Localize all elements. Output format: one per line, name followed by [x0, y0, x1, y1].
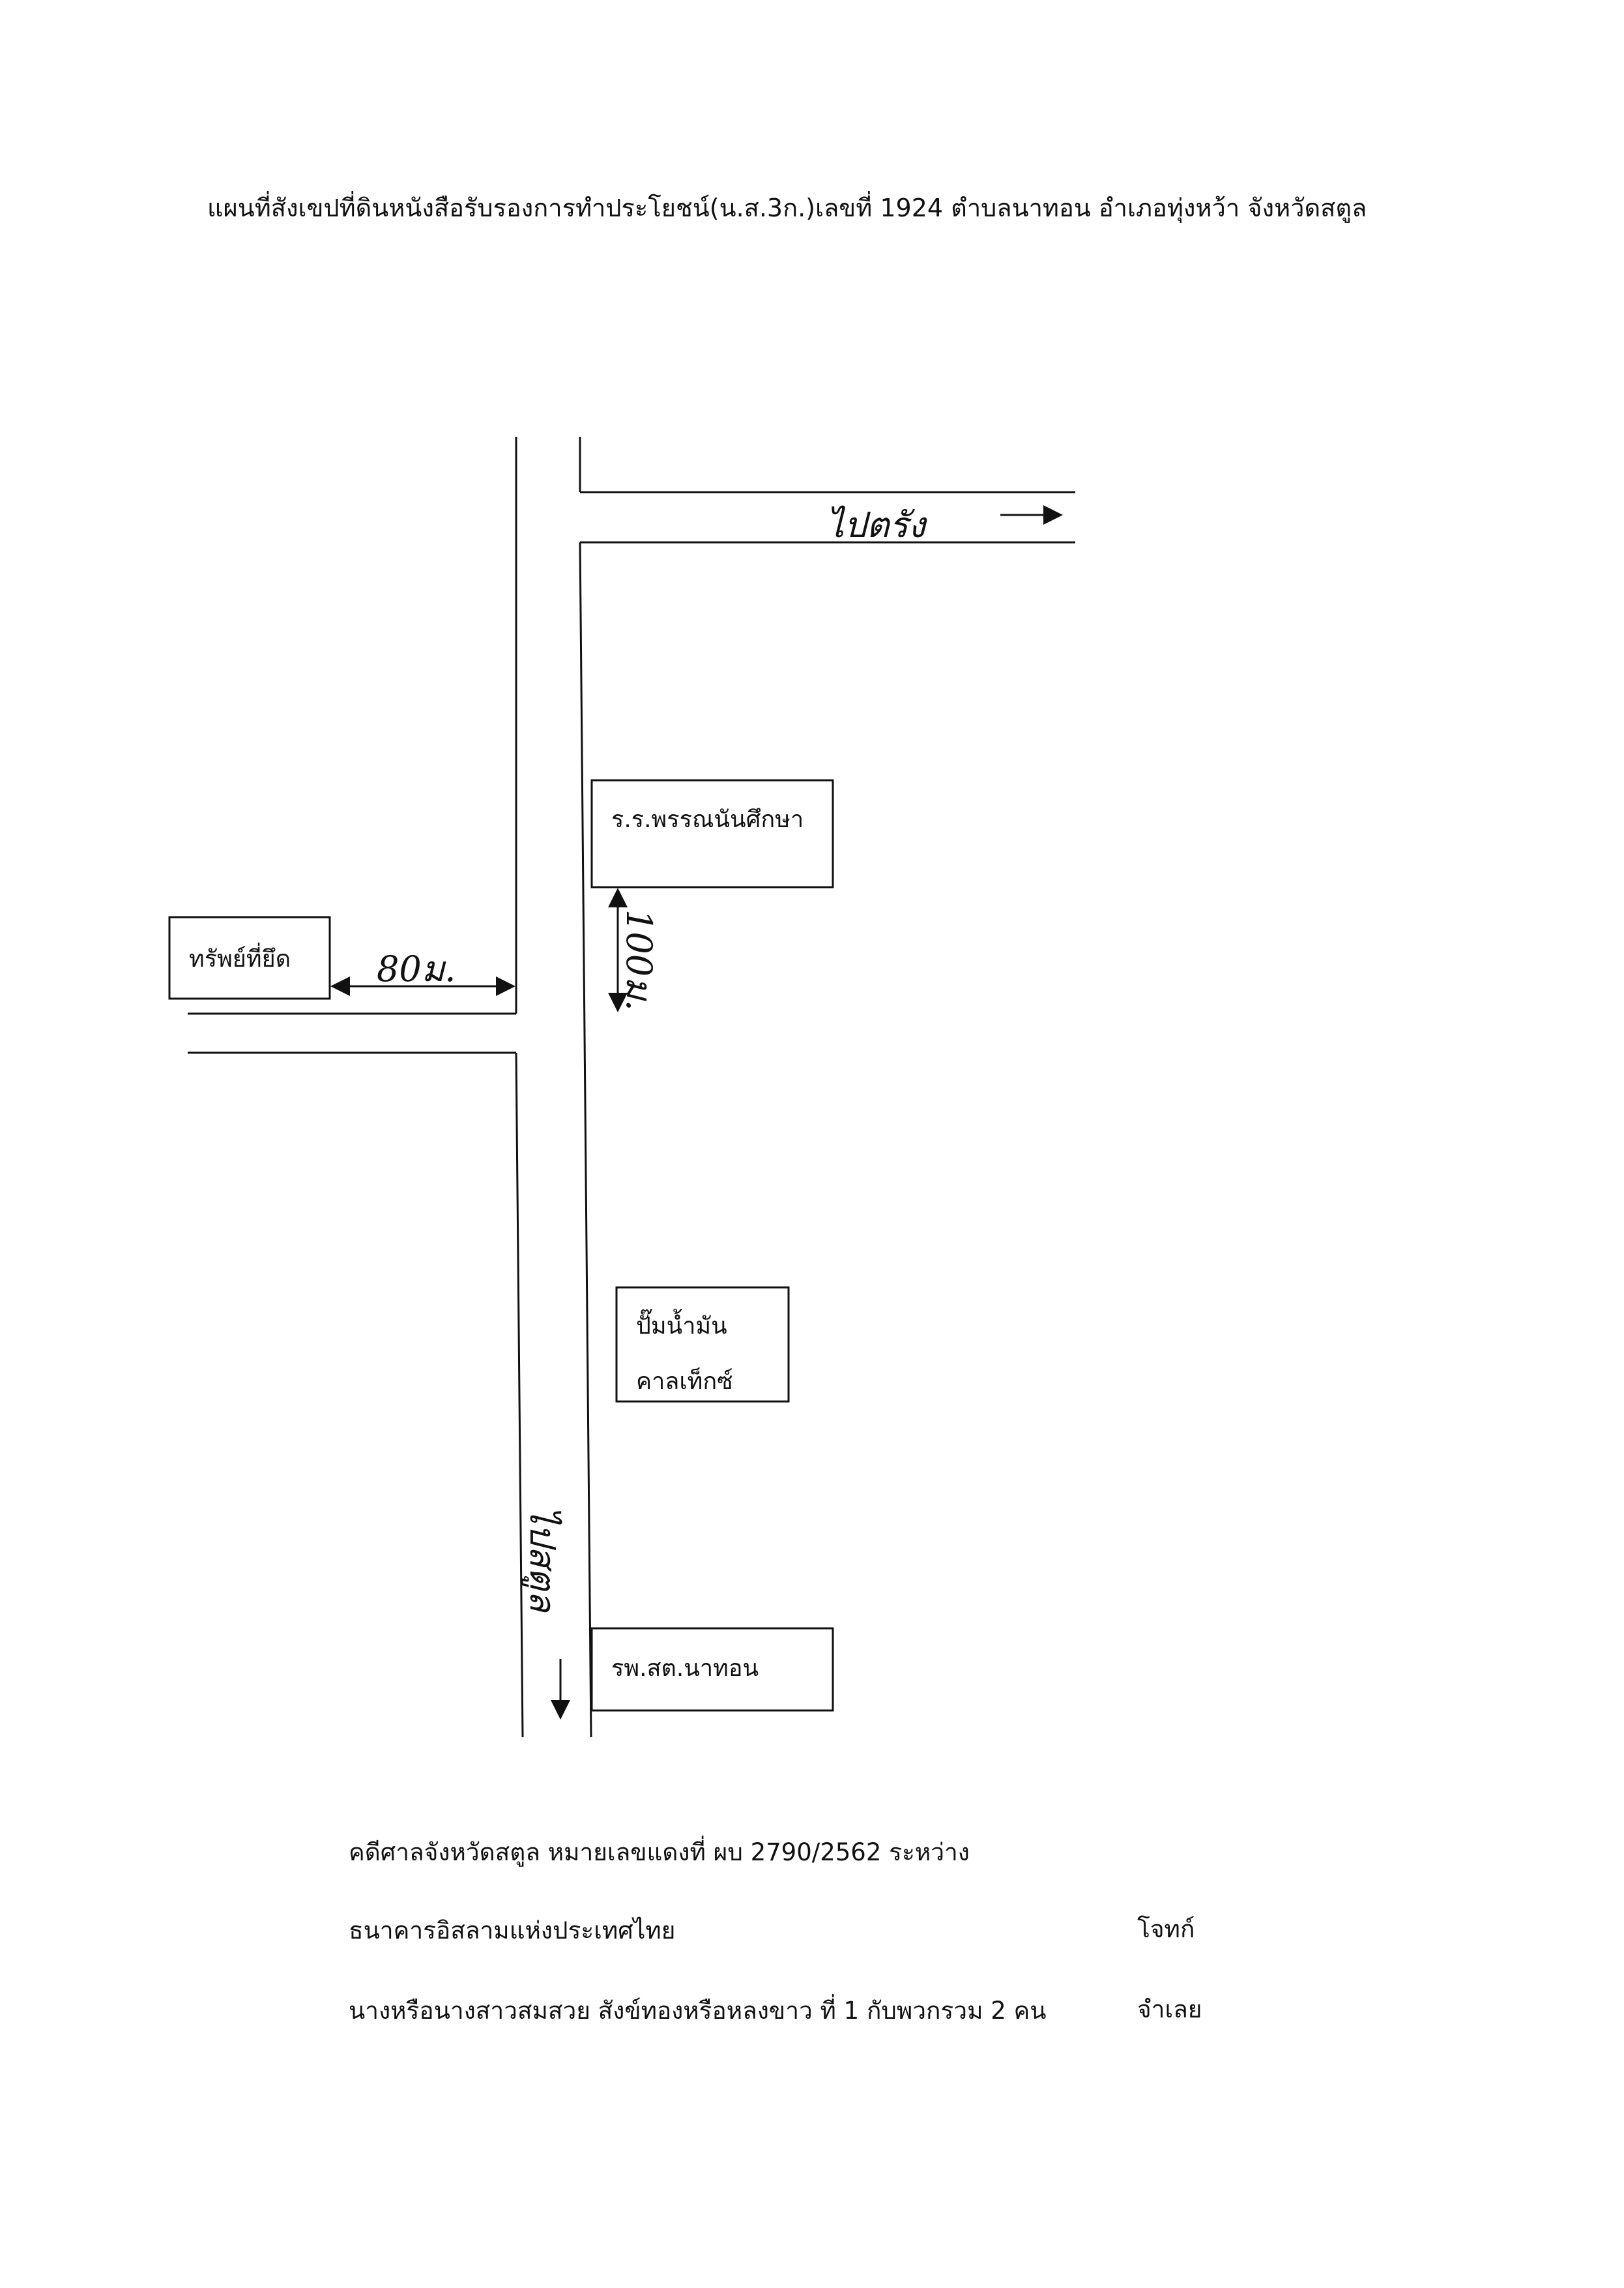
case-number-line: คดีศาลจังหวัดสตูล หมายเลขแดงที่ ผบ 2790/…	[349, 1838, 970, 1866]
school-label: ร.ร.พรรณนันศึกษา	[611, 806, 804, 833]
plaintiff-role: โจทก์	[1137, 1915, 1195, 1943]
map-title: แผนที่สังเขปที่ดินหนังสือรับรองการทำประโ…	[207, 194, 1367, 222]
gas-station-box	[615, 1286, 790, 1403]
defendant-role: จำเลย	[1137, 1995, 1202, 2023]
health-center-box	[590, 1627, 834, 1712]
school-box	[590, 779, 834, 888]
distance-100m-label: 100ม.	[618, 909, 660, 1011]
seized-property-box	[168, 916, 331, 1000]
main-road-east-edge	[579, 542, 592, 1738]
main-road-west-edge-south	[515, 1052, 524, 1738]
gas-station-label-line2: คาลเท็กซ์	[636, 1368, 733, 1395]
plaintiff-name: ธนาคารอิสลามแห่งประเทศไทย	[349, 1916, 676, 1944]
to-satun-label: ไปสตูล	[522, 1506, 563, 1612]
defendant-name: นางหรือนางสาวสมสวย สังข์ทองหรือหลงขาว ที…	[349, 1997, 1047, 2025]
gas-station-label-line1: ปั๊มน้ำมัน	[636, 1313, 727, 1340]
seized-property-label: ทรัพย์ที่ยึด	[189, 946, 291, 973]
distance-80m-label: 80ม.	[377, 948, 456, 990]
health-center-label: รพ.สต.นาทอน	[611, 1655, 759, 1682]
to-trang-label: ไปตรัง	[826, 505, 925, 546]
